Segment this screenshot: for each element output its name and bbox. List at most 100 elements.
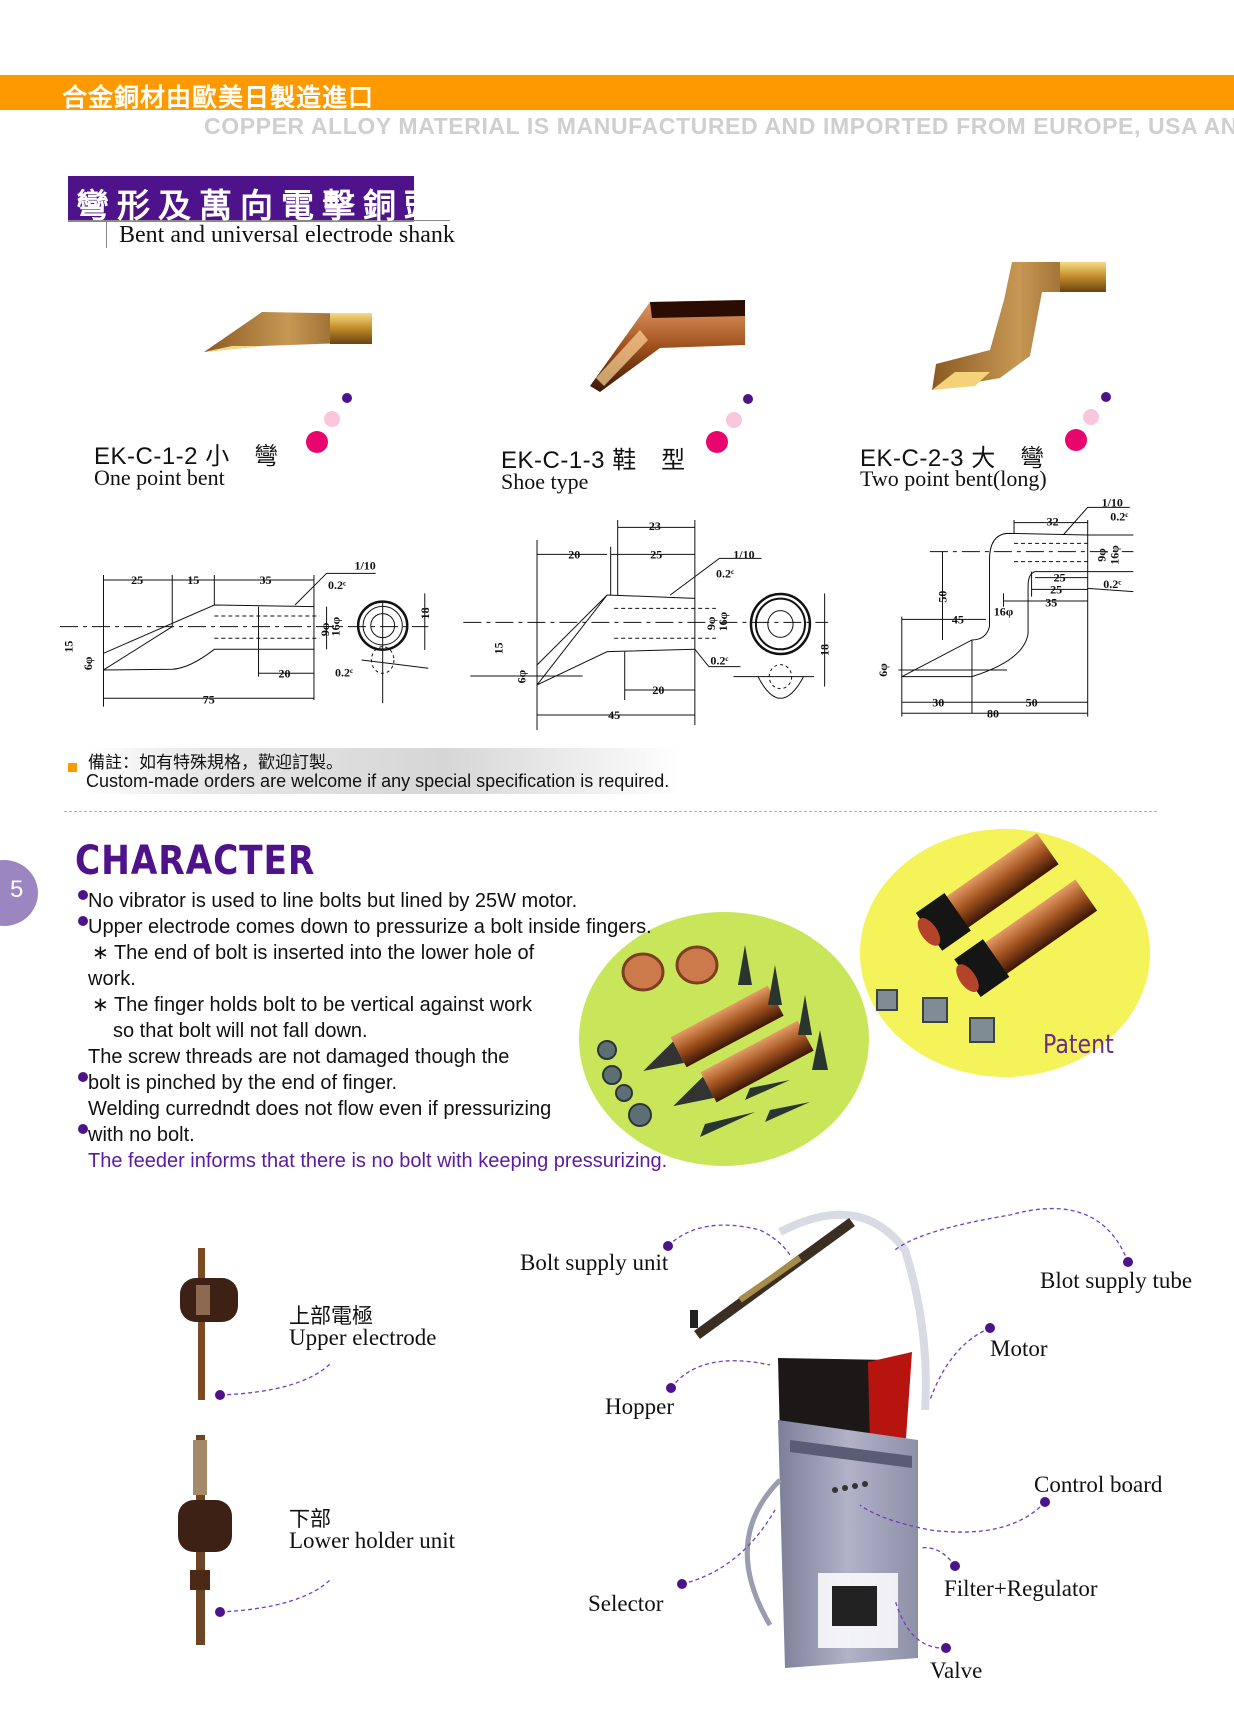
dimension-label: 20	[652, 683, 664, 697]
character-line: Welding curredndt does not flow even if …	[88, 1097, 551, 1121]
dimension-label: 0.2ᶜ	[1103, 577, 1121, 591]
hopper-label: Hopper	[605, 1394, 674, 1419]
dimension-label: 75	[203, 692, 215, 706]
character-line: The feeder informs that there is no bolt…	[88, 1149, 667, 1173]
dimension-label: 9φ	[318, 622, 332, 636]
selector-label: Selector	[588, 1591, 664, 1616]
dimension-label: 32	[1047, 515, 1059, 529]
dimension-label: 16φ	[1107, 545, 1121, 565]
character-line-text: Upper electrode comes down to pressurize…	[88, 916, 652, 938]
dimension-label: 18	[818, 644, 832, 656]
dimension-label: 35	[1045, 595, 1057, 609]
dimension-label: 16φ	[994, 605, 1014, 619]
dimension-label: 18	[418, 607, 432, 619]
dimension-label: 0.2ᶜ	[328, 578, 346, 592]
header-banner: 合金銅材由歐美日製造進口	[0, 75, 1234, 112]
character-line-text: bolt is pinched by the end of finger.	[88, 1072, 398, 1094]
section-title-zh: 彎形及萬向電擊銅頭	[76, 186, 445, 225]
note-background	[84, 748, 684, 794]
dimension-label: 0.2ᶜ	[710, 654, 728, 668]
title-rule	[414, 220, 450, 221]
lower-holder-label: Lower holder unit	[289, 1528, 456, 1553]
product-desc-1: One point bent	[94, 465, 225, 490]
page-number: 5	[10, 876, 24, 903]
character-line-text: ∗ The end of bolt is inserted into the l…	[92, 942, 535, 964]
title-divider	[106, 222, 107, 248]
section-title-box: 彎形及萬向電擊銅頭	[68, 176, 437, 225]
drawing-one-point-bent	[60, 573, 428, 706]
character-line-text: No vibrator is used to line bolts but li…	[88, 890, 578, 912]
dimension-label: 50	[935, 591, 949, 603]
dimension-label: 20	[278, 666, 290, 680]
product-desc-2: Shoe type	[501, 469, 589, 494]
dimension-label: 25	[650, 547, 662, 561]
section-divider	[64, 811, 1157, 812]
control-board-label: Control board	[1034, 1472, 1163, 1497]
bullet-dot	[78, 1124, 88, 1134]
character-line: The screw threads are not damaged though…	[88, 1045, 509, 1069]
character-line-text: ∗ The finger holds bolt to be vertical a…	[92, 994, 532, 1016]
dimension-label: 0.2ᶜ	[1110, 510, 1128, 524]
dimension-label: 0.2ᶜ	[335, 665, 353, 679]
character-line: No vibrator is used to line bolts but li…	[78, 889, 578, 913]
leader-lines	[219, 1207, 1129, 1649]
dimension-label: 25	[131, 573, 143, 587]
dimension-label: 80	[987, 706, 999, 720]
dimension-label: 15	[187, 573, 199, 587]
character-line: ∗ The end of bolt is inserted into the l…	[92, 941, 534, 965]
upper-electrode-label-zh: 上部電極	[289, 1304, 373, 1328]
dimension-label: 15	[61, 641, 75, 653]
dimension-label: 1/10	[1102, 496, 1123, 510]
character-line-text: Welding curredndt does not flow even if …	[88, 1098, 552, 1120]
patent-label: Patent	[1043, 1030, 1114, 1060]
dimension-label: 0.2ᶜ	[716, 566, 734, 580]
product-desc-3: Two point bent(long)	[860, 466, 1047, 491]
bullet-dot	[78, 890, 88, 900]
lower-holder-label-zh: 下部	[289, 1507, 331, 1531]
character-line: work.	[88, 967, 136, 991]
character-line: Upper electrode comes down to pressurize…	[78, 915, 652, 939]
section-title-en: Bent and universal electrode shank	[119, 222, 455, 248]
dimension-label: 15	[491, 642, 505, 654]
character-line: ∗ The finger holds bolt to be vertical a…	[92, 993, 532, 1017]
character-line-text: The feeder informs that there is no bolt…	[88, 1150, 668, 1172]
dimension-label: 6φ	[876, 663, 890, 677]
decorative-dots-2	[706, 394, 753, 453]
electrode-photo-shoe-type	[590, 300, 745, 392]
dimension-label: 25	[1050, 582, 1062, 596]
character-line: with no bolt.	[78, 1123, 195, 1147]
dimension-label: 25	[1054, 571, 1066, 585]
decorative-dots-1	[306, 393, 352, 453]
dimension-label: 45	[952, 612, 964, 626]
finger-parts-photo	[579, 912, 869, 1166]
note-en: Custom-made orders are welcome if any sp…	[86, 771, 670, 791]
electrode-photo-two-point-bent	[932, 262, 1106, 390]
dimension-label: 1/10	[733, 547, 754, 561]
bullet-dot	[78, 916, 88, 926]
product-model-3: EK-C-2-3 大 彎	[860, 445, 1045, 472]
character-title: CHARACTER	[75, 838, 316, 884]
character-line: so that bolt will not fall down.	[113, 1019, 368, 1043]
character-line-text: The screw threads are not damaged though…	[88, 1046, 510, 1068]
bullet-dot	[78, 1072, 88, 1082]
bolt-supply-unit-label: Bolt supply unit	[520, 1250, 669, 1275]
dimension-label: 35	[260, 573, 272, 587]
patent-electrode-photo	[860, 829, 1150, 1077]
dimension-label: 23	[649, 519, 661, 533]
lower-holder-photo	[178, 1435, 232, 1645]
drawing-shoe-type	[463, 520, 828, 730]
upper-electrode-photo	[180, 1248, 238, 1400]
motor-label: Motor	[990, 1336, 1048, 1361]
note-marker	[68, 763, 77, 772]
dimension-label: 16φ	[716, 611, 730, 631]
product-model-1: EK-C-1-2 小 彎	[94, 443, 279, 470]
upper-electrode-label: Upper electrode	[289, 1325, 437, 1350]
banner-subtitle-en: COPPER ALLOY MATERIAL IS MANUFACTURED AN…	[204, 113, 1234, 139]
character-line-text: with no bolt.	[88, 1124, 195, 1146]
filter-regulator-label: Filter+Regulator	[944, 1576, 1098, 1601]
drawing-two-point-bent-long	[898, 507, 1133, 716]
bolt-feeder-machine-photo	[690, 1210, 930, 1668]
leader-dots	[215, 1241, 1133, 1653]
